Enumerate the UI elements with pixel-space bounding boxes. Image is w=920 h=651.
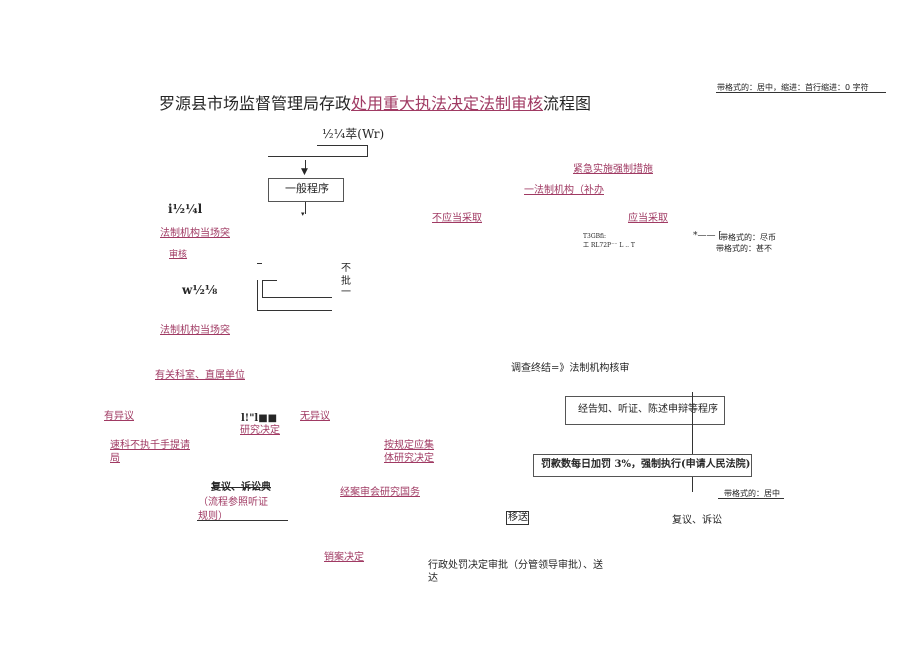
not-should-seize-label: 不应当采取 <box>432 213 482 224</box>
note-underline <box>716 92 886 93</box>
general-procedure-arrow-head: ▾ <box>301 210 305 218</box>
objection-label: 有异议 <box>104 411 134 422</box>
review-label: 审核 <box>169 250 188 260</box>
not-approved-2: 批 <box>341 276 351 287</box>
title-part-2: 处用 <box>351 94 384 113</box>
bracket-horizontal <box>257 310 332 311</box>
related-dept-label: 有关科室、直属单位 <box>155 370 245 381</box>
title-part-3: 重大执法决定法制审核 <box>383 94 544 113</box>
general-procedure-down-line <box>305 202 306 214</box>
admin-penalty-label: 行政处罚决定审批（分管领导审批）、送达 <box>428 560 603 584</box>
general-procedure-label: 一般程序 <box>285 182 329 195</box>
page-title: 罗源县市场监督管理局存政处用重大执法决定法制审核流程图 <box>159 94 592 113</box>
cancel-case-label: 销案决定 <box>324 552 364 563</box>
title-part-1: 罗源县市场监督管理局存政 <box>159 94 352 113</box>
penalty-enforce-label: 罚款数每日加罚 3%，强制执行(申请人民法院) <box>541 459 751 470</box>
per-regulation-label: 按规定应集体研究决定 <box>384 440 434 464</box>
small-text-2: 工 RL72P⁻⁻ L .. T <box>583 242 635 249</box>
bracket-inner-top <box>262 280 277 281</box>
format-note-mid-1: 带格式的：尽币 <box>720 233 776 242</box>
change-marker: *—— [ <box>693 231 722 241</box>
emergency-label: 紧急实施强制措施 <box>573 164 653 175</box>
study-decision-label: 研究决定 <box>240 425 280 436</box>
penalty-enforce-box: 罚款数每日加罚 3%，强制执行(申请人民法院) <box>533 454 752 477</box>
bracket-top-tick <box>257 263 262 264</box>
top-node-label: ½¼萃(Wr) <box>322 127 385 141</box>
investigation-end-label: 调查终结=》法制机构核审 <box>511 363 630 374</box>
bracket-vertical <box>257 280 258 310</box>
reconsider-label: 复议、诉讼典 <box>211 482 271 493</box>
small-text-1: T3GBfi: <box>583 233 607 240</box>
study-code: l!"l■■ <box>241 413 278 424</box>
format-note-bottom: 带格式的：居中 <box>724 489 780 498</box>
not-approved-3: 一 <box>341 287 351 298</box>
legal-dept-onsite-1: 法制机构当场突 <box>160 228 230 239</box>
transfer-box: 移送 <box>506 511 529 525</box>
flow-arrow-line <box>305 160 306 172</box>
legal-dept-onsite-2: 法制机构当场突 <box>160 325 230 336</box>
hearing-ref-label: （流程参照听证规则） <box>198 497 268 522</box>
bracket-inner-vertical <box>262 280 263 298</box>
w-code: w½⅛ <box>182 283 218 297</box>
notify-hearing-box: 经告知、听证、陈述申辩等程序 <box>565 396 725 425</box>
transfer-label: 移送 <box>508 512 528 523</box>
no-objection-label: 无异议 <box>300 411 330 422</box>
hearing-ref-underline <box>197 520 288 521</box>
top-node-right-edge <box>367 145 368 157</box>
should-seize-label: 应当采取 <box>628 213 668 224</box>
format-note-mid-2: 带格式的：甚不 <box>716 244 772 253</box>
general-procedure-box: 一般程序 <box>268 178 344 202</box>
bracket-inner-bottom <box>262 297 332 298</box>
format-note-top: 带格式的：居中，缩进：首行缩进：0 字符 <box>717 83 869 92</box>
case-review-label: 经案审会研究国务 <box>340 487 420 498</box>
left-code: i½¼l <box>168 202 203 216</box>
title-part-4: 流程图 <box>543 94 592 113</box>
flow-arrow-head: ▼ <box>301 167 308 177</box>
format-note-bottom-underline <box>718 498 784 499</box>
reconsider-litigation-label: 复议、诉讼 <box>672 515 722 526</box>
legal-dept-supplement-label: 一法制机构（补办 <box>524 185 604 196</box>
top-node-underline <box>317 145 368 146</box>
top-bracket-line <box>268 156 368 157</box>
right-vertical-connector <box>692 392 693 492</box>
withdraw-case-label: 速科不执千手提请局 <box>110 440 190 464</box>
not-approved-1: 不 <box>341 263 351 274</box>
notify-hearing-label: 经告知、听证、陈述申辩等程序 <box>578 404 718 415</box>
